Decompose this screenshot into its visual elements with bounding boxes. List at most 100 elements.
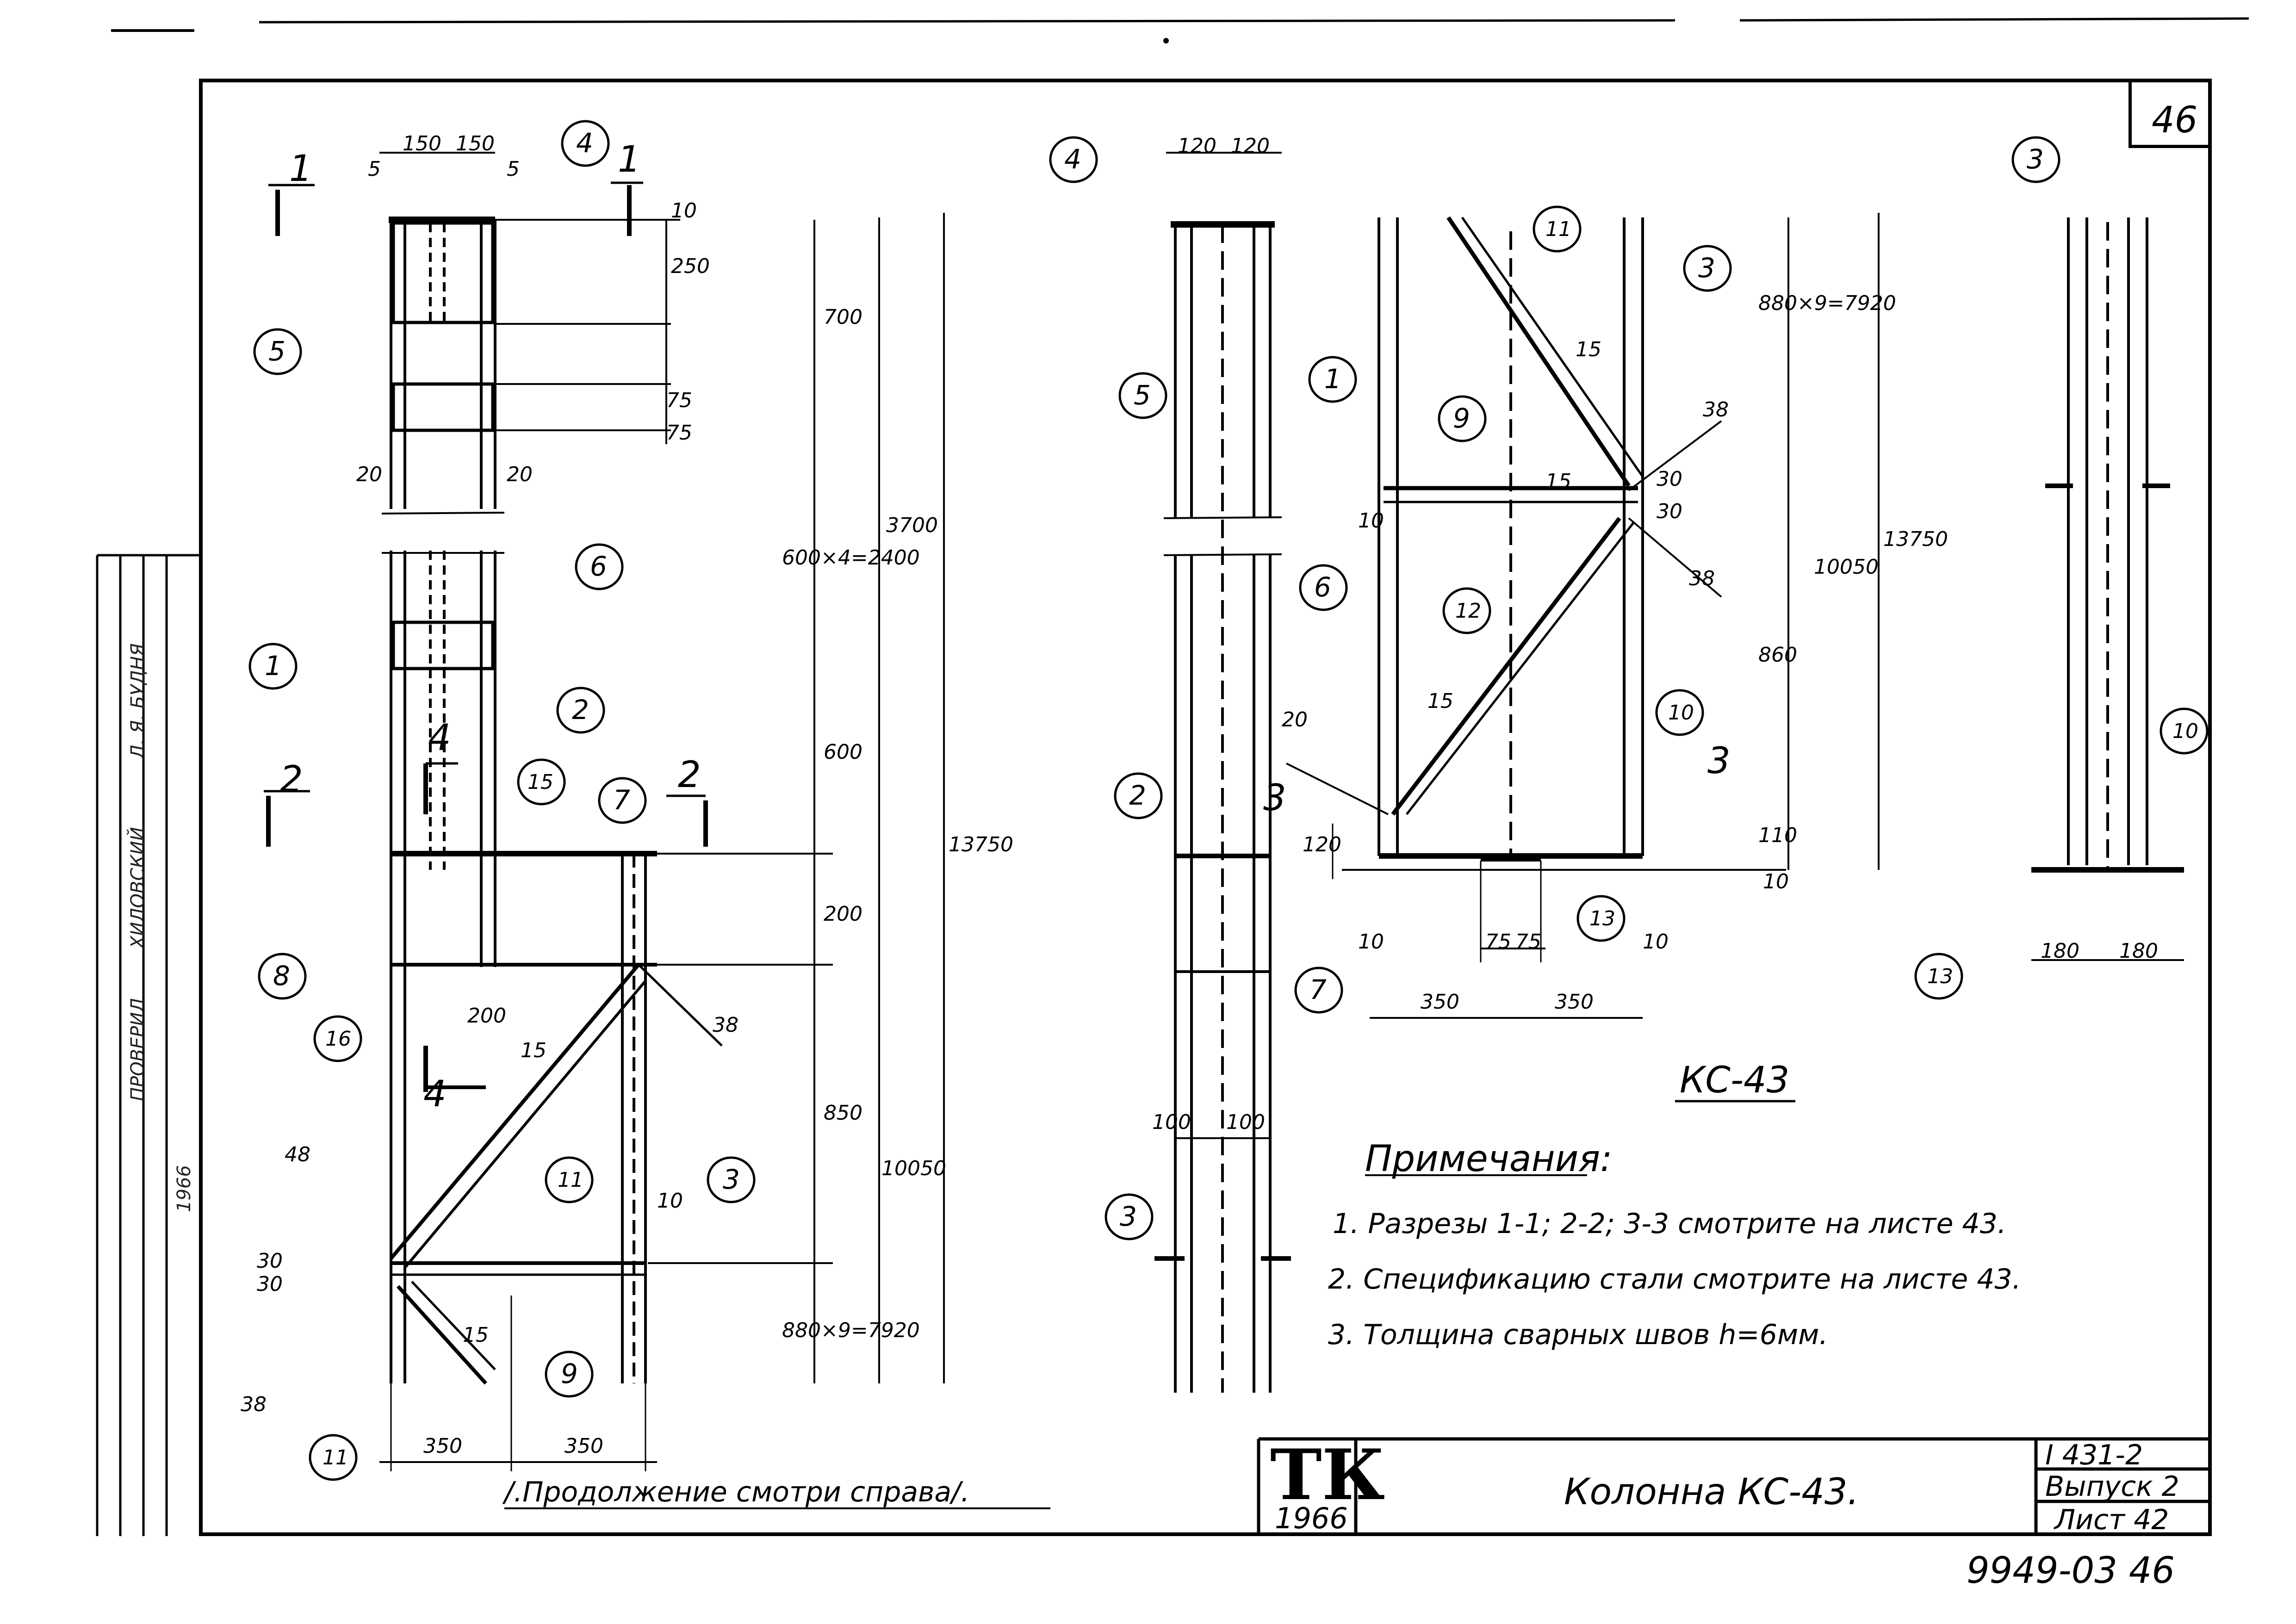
dim-left-7920: 880×9=7920: [782, 1319, 920, 1342]
dim-left-misc-200: 200: [467, 1004, 506, 1028]
left-elevation: [264, 152, 945, 1471]
dim-left-misc-15a: 15: [521, 1039, 546, 1062]
callout-left-7: 7: [613, 784, 630, 816]
dim-left-bottom-350a: 350: [423, 1434, 462, 1458]
callout-mid-7: 7: [1309, 974, 1327, 1005]
dim-left-850: 850: [824, 1101, 863, 1125]
right-detail: [1286, 213, 1880, 1019]
dim-left-top-5a: 5: [368, 157, 381, 181]
dim-left-10050: 10050: [881, 1157, 946, 1180]
dim-fr-180a: 180: [2041, 939, 2079, 963]
bottom-number: 9949-03 46: [1967, 1550, 2175, 1592]
dim-rd-15b: 15: [1545, 470, 1571, 493]
dim-mid-100b: 100: [1226, 1110, 1265, 1134]
dim-left-misc-38a: 38: [713, 1013, 738, 1037]
dim-rd-15a: 15: [1576, 338, 1601, 361]
middle-elevation: [1154, 152, 1291, 1393]
callout-rd-9: 9: [1453, 403, 1470, 434]
dim-rd-120: 120: [1303, 833, 1341, 856]
dim-left-misc-30a: 30: [257, 1249, 283, 1273]
dim-left-top-75a: 75: [666, 389, 692, 412]
dim-rd-350a: 350: [1421, 990, 1459, 1014]
drawing-frame: [199, 79, 2212, 1536]
note-1: 1. Разрезы 1-1; 2-2; 3-3 смотрите на лис…: [1333, 1208, 2006, 1240]
callout-rd-11: 11: [1545, 217, 1571, 241]
dim-mid-100a: 100: [1152, 1110, 1191, 1134]
note-2: 2. Спецификацию стали смотрите на листе …: [1328, 1263, 2021, 1295]
callout-left-3: 3: [723, 1164, 740, 1195]
callout-rd-13: 13: [1589, 907, 1615, 930]
top-rule: [111, 17, 2249, 43]
stamp-checked-label: ПРОВЕРИЛ: [127, 998, 149, 1101]
dim-left-top-10: 10: [671, 199, 697, 223]
stamp-year: 1966: [174, 1165, 195, 1212]
dim-rd-350b: 350: [1555, 990, 1594, 1014]
notes-title: Примечания:: [1365, 1138, 1613, 1180]
stamp-role-label: ХИЛОВСКИЙ: [127, 827, 149, 949]
dim-left-3700: 3700: [886, 514, 938, 537]
dim-left-top-150a: 150: [403, 132, 441, 155]
dim-left-misc-38b: 38: [241, 1393, 267, 1416]
dim-left-2400: 600×4=2400: [782, 546, 920, 570]
dim-left-misc-10: 10: [657, 1189, 683, 1213]
logo-year: 1966: [1275, 1501, 1348, 1535]
section-mark-3-right: 3: [1707, 740, 1731, 782]
dim-rd-13750: 13750: [1883, 527, 1948, 551]
dim-rd-75b: 75: [1515, 930, 1541, 954]
callout-left-6: 6: [590, 551, 607, 582]
dim-left-misc-15b: 15: [463, 1323, 489, 1347]
dim-left-700: 700: [824, 305, 863, 329]
dim-rd-20: 20: [1282, 708, 1308, 731]
series-code: I 431-2: [2045, 1439, 2143, 1471]
callout-left-15: 15: [527, 770, 553, 794]
callout-rd-1: 1: [1324, 363, 1341, 395]
drawing-title: Колонна КС-43.: [1564, 1471, 1859, 1513]
continuation-note: /.Продолжение смотри справа/.: [504, 1476, 970, 1508]
section-mark-1-right: 1: [618, 139, 641, 180]
callout-left-2: 2: [572, 694, 589, 725]
callout-rd-12: 12: [1455, 599, 1481, 623]
callout-mid-5: 5: [1134, 379, 1151, 411]
callout-rd-10: 10: [1668, 701, 1694, 725]
callout-bubbles: [248, 120, 2209, 1481]
callout-fr-13: 13: [1927, 965, 1953, 988]
dim-rd-7920: 880×9=7920: [1758, 291, 1896, 315]
dim-left-top-75b: 75: [666, 421, 692, 445]
dim-left-bottom-350b: 350: [565, 1434, 603, 1458]
title-block-lines: [1257, 1437, 2212, 1536]
sheet-label: Лист 42: [2054, 1504, 2169, 1536]
callout-left-4: 4: [576, 127, 593, 159]
stamp-name: Л. Я. БУДНЯ: [127, 643, 149, 759]
section-mark-3-left: 3: [1263, 777, 1286, 819]
dim-rd-75a: 75: [1485, 930, 1511, 954]
left-stamp-lines: [96, 554, 199, 1536]
dim-rd-38a: 38: [1703, 398, 1729, 421]
dim-left-top-250: 250: [671, 254, 710, 278]
dim-left-misc-30b: 30: [257, 1272, 283, 1296]
callout-left-16: 16: [325, 1027, 351, 1051]
dim-rd-110: 110: [1758, 824, 1797, 847]
dim-rd-10a: 10: [1763, 870, 1789, 893]
dim-rd-860: 860: [1758, 643, 1797, 667]
callout-fr-10: 10: [2172, 719, 2198, 743]
callout-left-8: 8: [273, 960, 290, 992]
dim-rd-10050: 10050: [1814, 555, 1879, 579]
note-3: 3. Толщина сварных швов h=6мм.: [1328, 1319, 1828, 1351]
dim-left-top-20b: 20: [507, 463, 533, 486]
dim-left-13750: 13750: [949, 833, 1013, 856]
dim-rd-30a: 30: [1657, 467, 1682, 491]
dim-left-600: 600: [824, 740, 863, 764]
callout-left-11b: 11: [323, 1446, 348, 1469]
dim-rd-38b: 38: [1689, 567, 1715, 590]
dim-fr-180b: 180: [2119, 939, 2158, 963]
callout-rd-3: 3: [1698, 252, 1715, 284]
dim-rd-10c: 10: [1358, 930, 1384, 954]
section-mark-4-top: 4: [428, 717, 451, 759]
dim-mid-120a: 120: [1178, 134, 1216, 158]
callout-mid-4: 4: [1064, 143, 1081, 175]
dim-rd-30b: 30: [1657, 500, 1682, 523]
dim-left-misc-48: 48: [285, 1143, 310, 1166]
dim-rd-10d: 10: [1643, 930, 1669, 954]
callout-mid-2: 2: [1129, 780, 1146, 811]
